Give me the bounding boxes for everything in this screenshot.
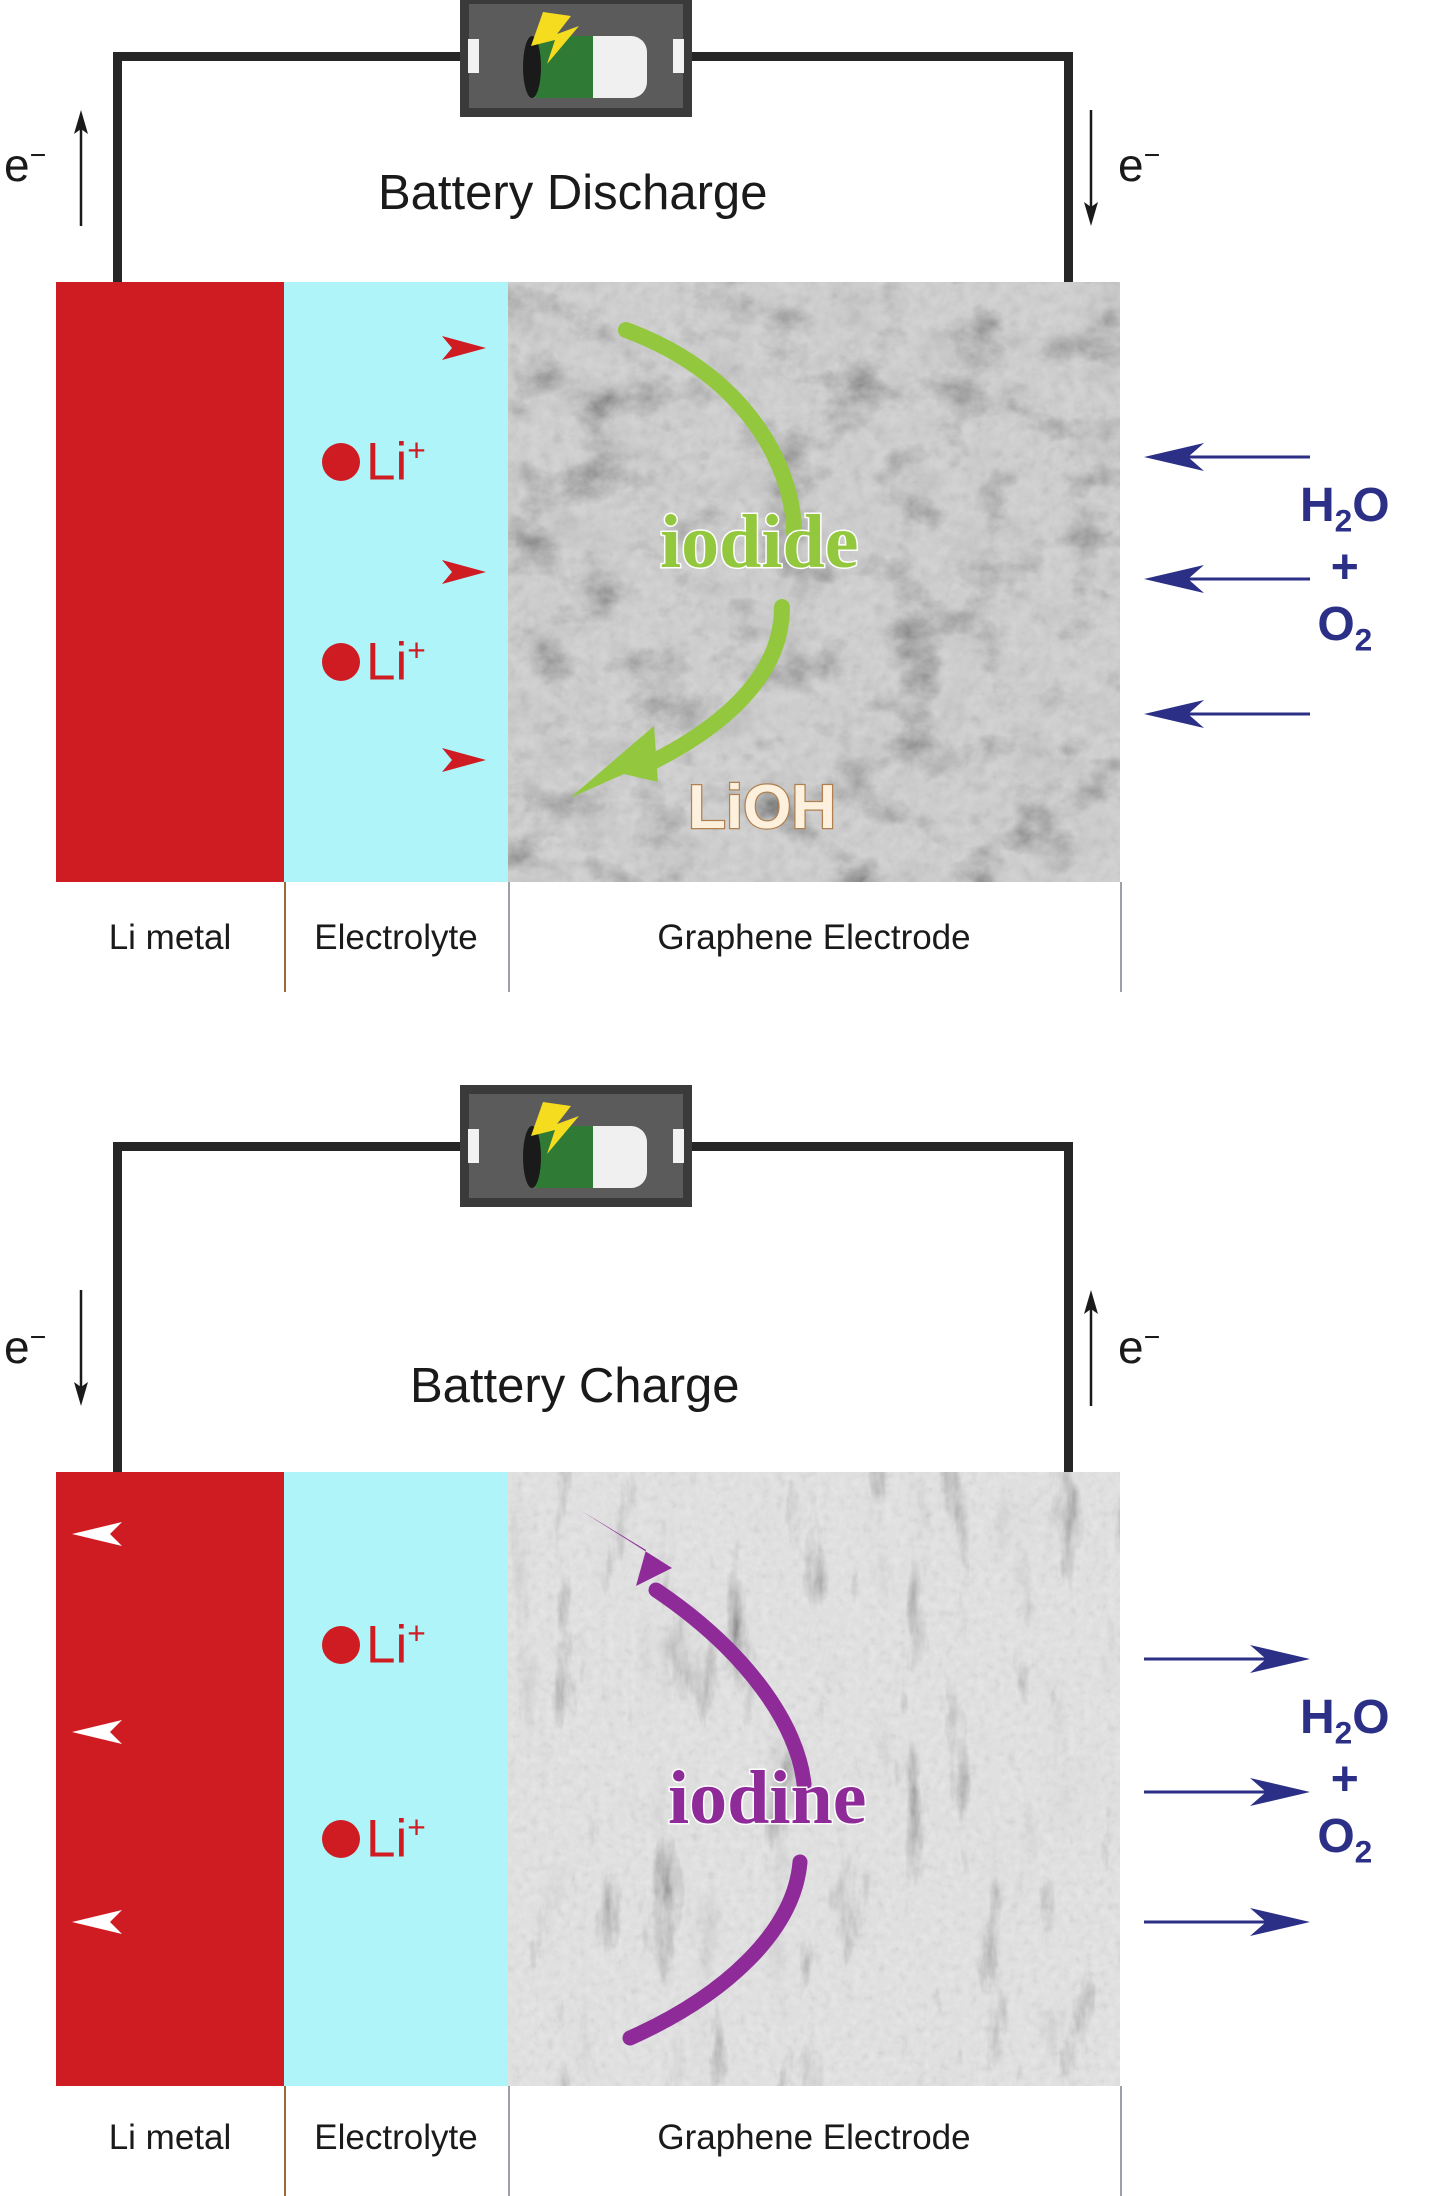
ion-dot-icon [322, 442, 360, 481]
electron-charge: − [1143, 139, 1161, 172]
axis-label-graphene-electrode: Graphene Electrode [657, 2118, 971, 2157]
axis-label-li-metal: Li metal [108, 918, 232, 957]
electron-charge: − [29, 1321, 47, 1354]
layer-electrolyte [284, 282, 508, 882]
gas-plus-sign: + [1330, 1752, 1359, 1806]
electron-arrow-left-down-icon [74, 1290, 88, 1406]
axis-label-li-metal: Li metal [108, 2118, 232, 2157]
electron-charge: − [29, 139, 47, 172]
ion-label: Li+ [366, 1809, 426, 1869]
ion-dot-icon [322, 1819, 360, 1858]
divider-graphene-end [1120, 2086, 1122, 2196]
gas-arrow-2 [1144, 1778, 1310, 1806]
wire-left-vertical [113, 1142, 122, 1472]
panel-battery-charge: e− e− Battery Charge [0, 1085, 1440, 2196]
axis-label-graphene-electrode: Graphene Electrode [657, 918, 971, 957]
battery-icon [460, 0, 692, 117]
gas-formula-oxygen: O2 [1317, 1809, 1373, 1870]
gas-formula-oxygen: O2 [1317, 597, 1373, 658]
wire-left-vertical [113, 52, 122, 282]
electron-symbol: e [1118, 139, 1144, 191]
battery-terminal-left [468, 1129, 479, 1163]
wire-top-right [691, 52, 1073, 61]
layer-graphene-electrode: iodide LiOH [508, 282, 1120, 882]
wire-top-left [113, 52, 468, 61]
gas-formula-water: H2O [1300, 479, 1390, 539]
battery-body [523, 36, 647, 98]
ion-dot-icon [322, 1625, 360, 1664]
ion-token-li-1: Li+ [322, 1615, 426, 1675]
ion-label: Li+ [366, 432, 426, 492]
divider-electrolyte-graphene [508, 882, 510, 992]
gas-arrow-3 [1144, 700, 1310, 728]
ion-flow-arrow-1 [72, 1522, 468, 1546]
electron-symbol: e [4, 139, 30, 191]
axis-label-electrolyte: Electrolyte [314, 2118, 478, 2157]
electron-arrow-right-down-icon [1084, 110, 1098, 226]
layer-electrolyte [284, 1472, 508, 2086]
panel-battery-discharge: e− e− Battery Discharge [0, 0, 1440, 1000]
gas-label-charge: H2O + O2 [1300, 1690, 1390, 1871]
divider-li-electrolyte [284, 882, 286, 992]
layer-graphene-electrode: iodine [508, 1472, 1120, 2086]
lightning-bolt-icon [531, 12, 579, 64]
battery-charge-fill [531, 1126, 593, 1188]
electron-symbol: e [1118, 1321, 1144, 1373]
battery-cap [523, 1126, 541, 1188]
battery-cap [523, 36, 541, 98]
ion-token-li-2: Li+ [322, 1809, 426, 1869]
electron-arrow-right-up-icon [1084, 1290, 1098, 1406]
electron-label-right: e− [1118, 1320, 1160, 1374]
panel-title-discharge: Battery Discharge [378, 166, 768, 220]
electron-symbol: e [4, 1321, 30, 1373]
ion-flow-arrow-2 [72, 1720, 468, 1744]
electron-label-left: e− [4, 1320, 46, 1374]
divider-graphene-end [1120, 882, 1122, 992]
electron-label-left: e− [4, 138, 46, 192]
ion-token-li-1: Li+ [322, 432, 426, 492]
gas-arrow-1 [1144, 1645, 1310, 1673]
ion-flow-arrow-2 [130, 560, 486, 584]
battery-terminal-right [673, 39, 684, 73]
ion-flow-arrow-3 [72, 1910, 468, 1934]
cell-stack-discharge: iodide LiOH [56, 282, 1120, 882]
gas-arrow-1 [1144, 443, 1310, 471]
battery-terminal-right [673, 1129, 684, 1163]
sem-micrograph-discharge [508, 282, 1120, 882]
ion-dot-icon [322, 642, 360, 681]
panel-title-charge: Battery Charge [410, 1359, 740, 1413]
ion-flow-arrow-1 [130, 336, 486, 360]
gas-formula-water: H2O [1300, 1691, 1390, 1751]
electron-charge: − [1143, 1321, 1161, 1354]
iodine-flow-arrow-icon [580, 1510, 812, 2046]
gas-plus-sign: + [1330, 540, 1359, 594]
lightning-bolt-icon [531, 1102, 579, 1154]
wire-right-vertical [1064, 52, 1073, 282]
wire-right-vertical [1064, 1142, 1073, 1472]
electron-arrow-left-up-icon [74, 110, 88, 226]
battery-icon [460, 1085, 692, 1207]
ion-flow-arrow-3 [130, 748, 486, 772]
gas-arrow-3 [1144, 1908, 1310, 1936]
layer-li-metal [56, 1472, 284, 2086]
wire-top-left [113, 1142, 468, 1151]
ion-token-li-2: Li+ [322, 632, 426, 692]
gas-label-discharge: H2O + O2 [1300, 478, 1390, 659]
species-label-lioh: LiOH [687, 773, 838, 842]
electron-label-right: e− [1118, 138, 1160, 192]
cell-stack-charge: iodine [56, 1472, 1120, 2086]
wire-top-right [691, 1142, 1073, 1151]
gas-arrow-2 [1144, 565, 1310, 593]
layer-li-metal [56, 282, 284, 882]
axis-label-electrolyte: Electrolyte [314, 918, 478, 957]
iodide-flow-arrow-icon [570, 322, 802, 798]
ion-label: Li+ [366, 1615, 426, 1675]
species-label-iodide: iodide [659, 500, 860, 584]
battery-terminal-left [468, 39, 479, 73]
ion-label: Li+ [366, 632, 426, 692]
battery-body [523, 1126, 647, 1188]
battery-charge-fill [531, 36, 593, 98]
species-label-iodine: iodine [667, 1756, 868, 1840]
sem-micrograph-charge [508, 1472, 1120, 2086]
